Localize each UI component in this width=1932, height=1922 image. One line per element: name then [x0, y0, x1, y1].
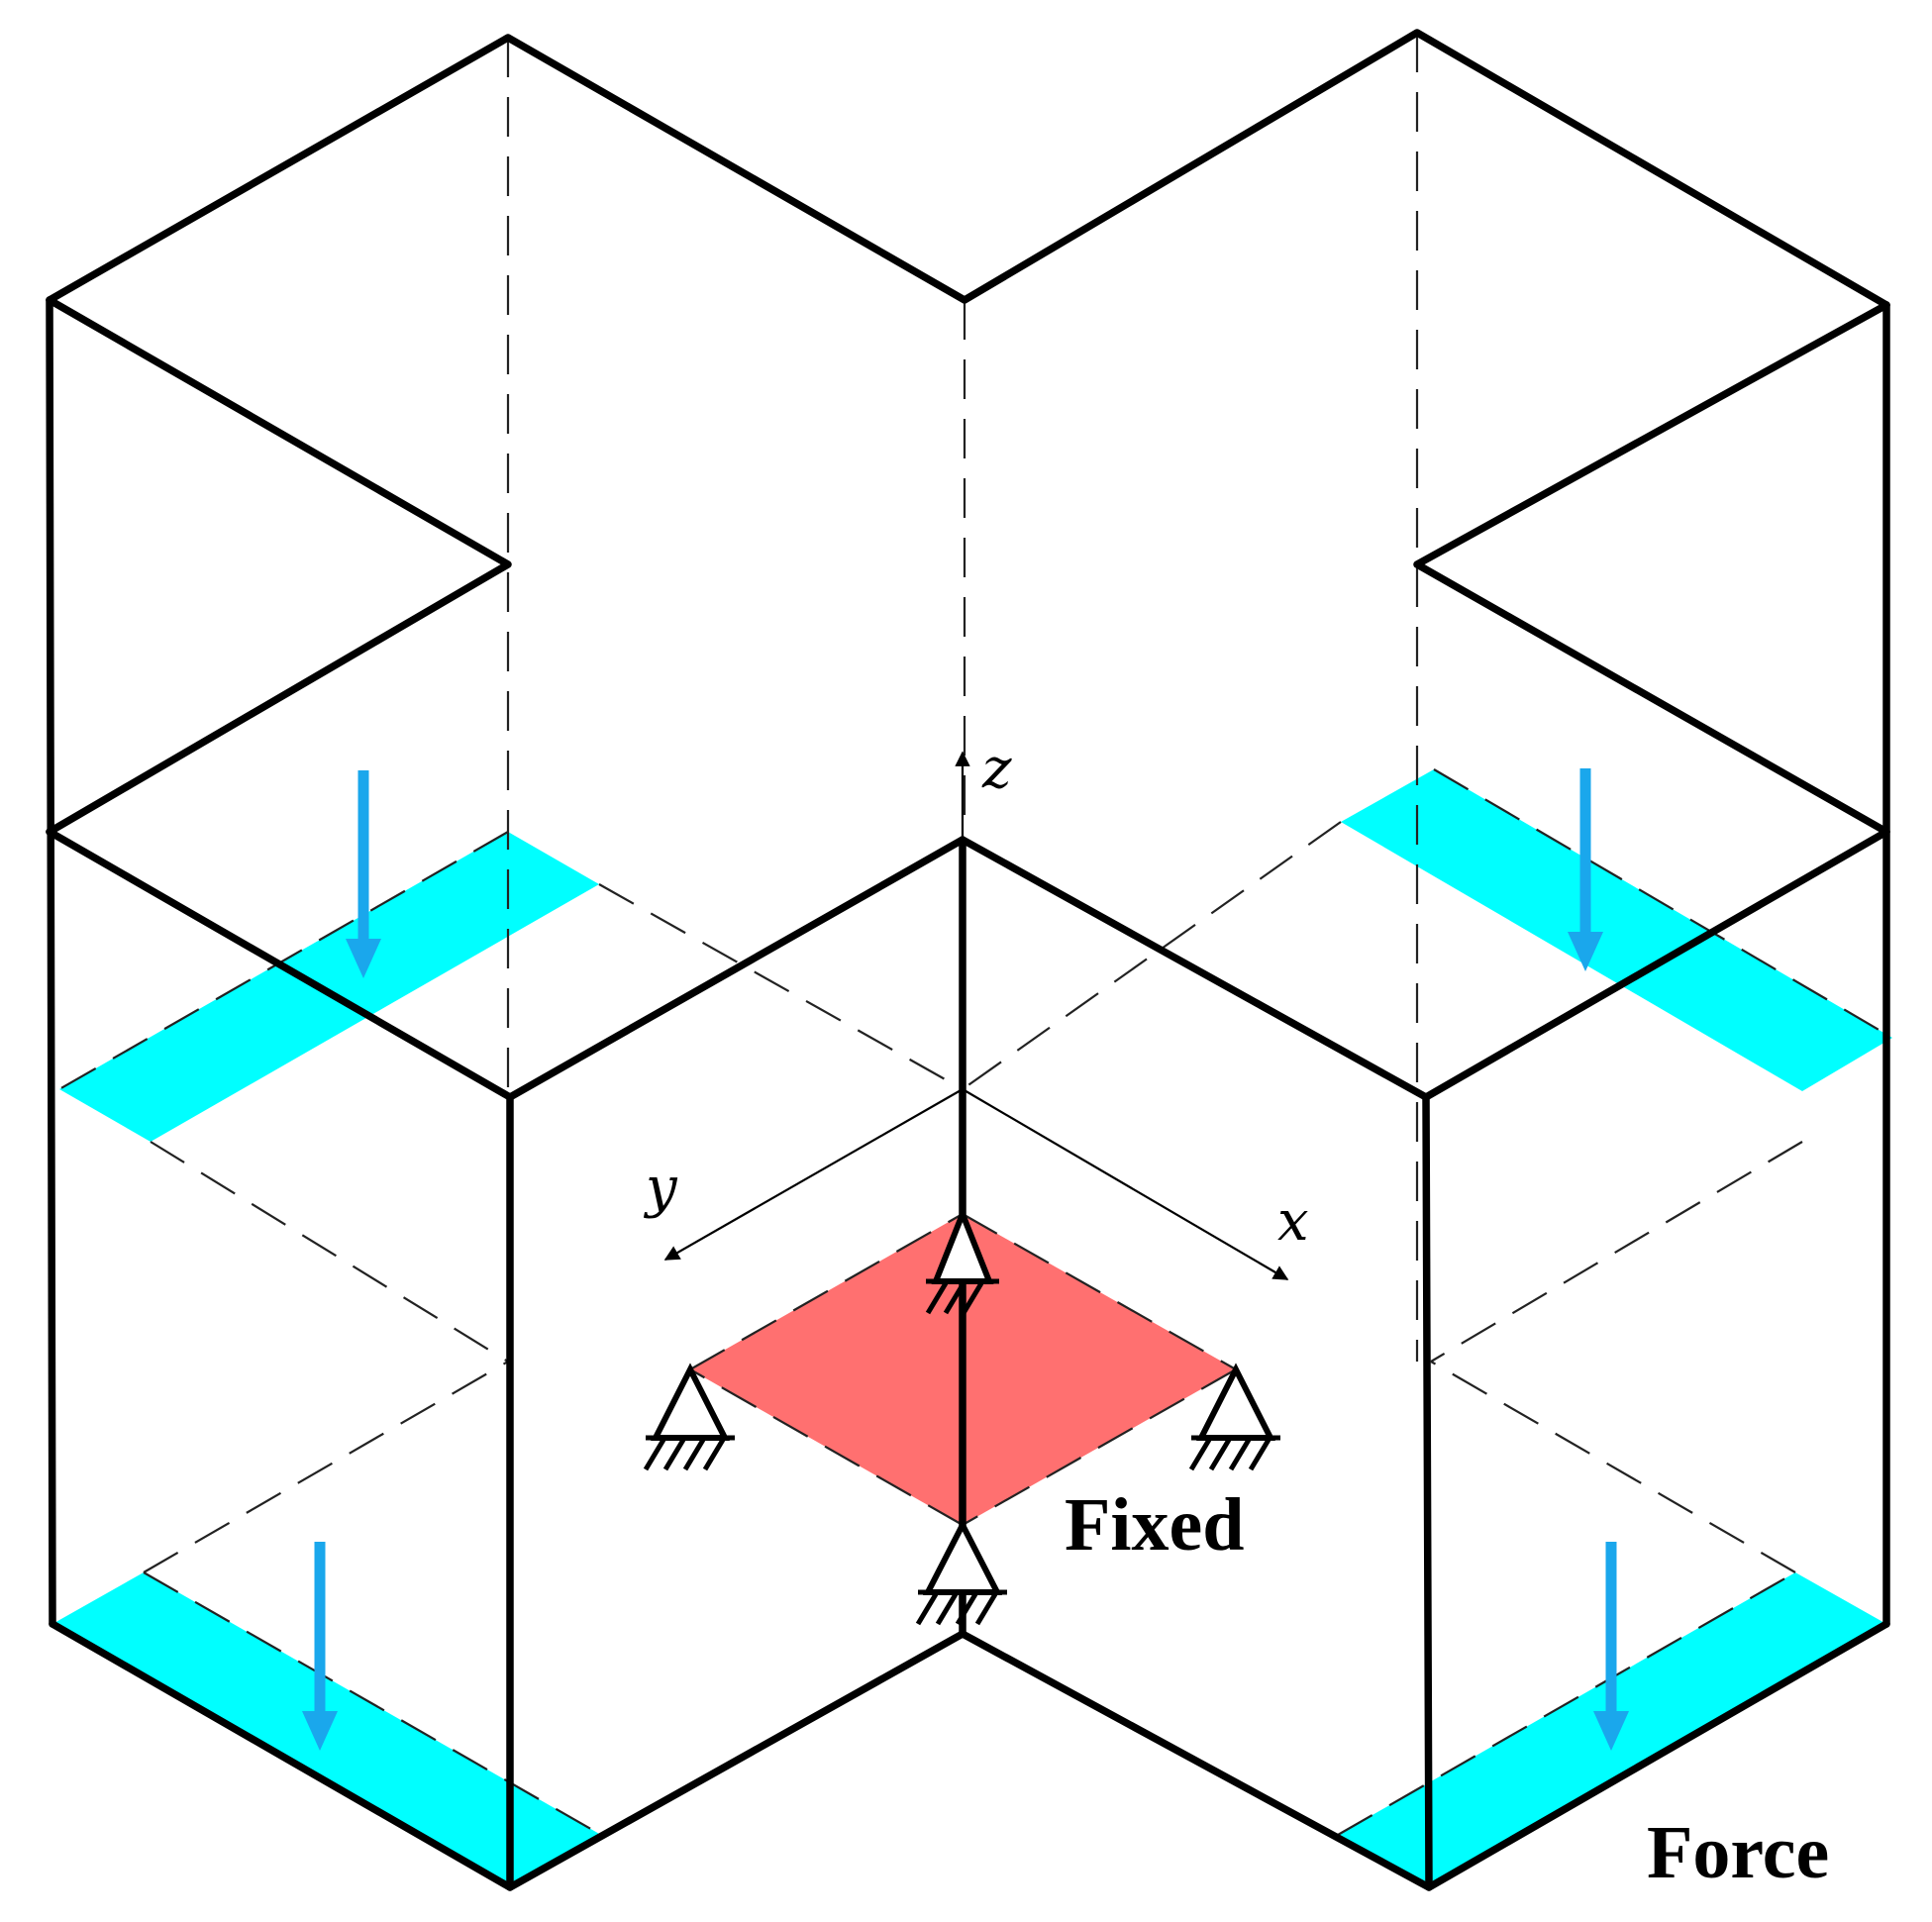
force-region-upper-right [1341, 769, 1892, 1091]
pin-support-top [925, 1205, 999, 1315]
pin-support-left [643, 1363, 735, 1471]
force-arrow-upper-left [346, 770, 381, 978]
z-axis-label: z [981, 737, 1012, 801]
pin-support-bottom [915, 1518, 1007, 1626]
fixed-label: Fixed [1065, 1483, 1245, 1567]
coordinate-axes: z y x [643, 737, 1309, 1280]
force-arrow-lower-right [1593, 1542, 1629, 1751]
visible-edges [46, 29, 1890, 1891]
pin-support-right [1188, 1363, 1280, 1471]
force-arrow-upper-right [1568, 768, 1603, 971]
y-axis [663, 1088, 964, 1261]
force-region-upper-left [59, 832, 599, 1142]
x-axis-label: x [1277, 1189, 1309, 1254]
y-axis-label: y [643, 1156, 678, 1220]
force-arrow-lower-left [302, 1542, 338, 1751]
force-label: Force [1647, 1811, 1829, 1894]
force-arrows [302, 768, 1629, 1751]
x-axis [962, 1088, 1289, 1280]
